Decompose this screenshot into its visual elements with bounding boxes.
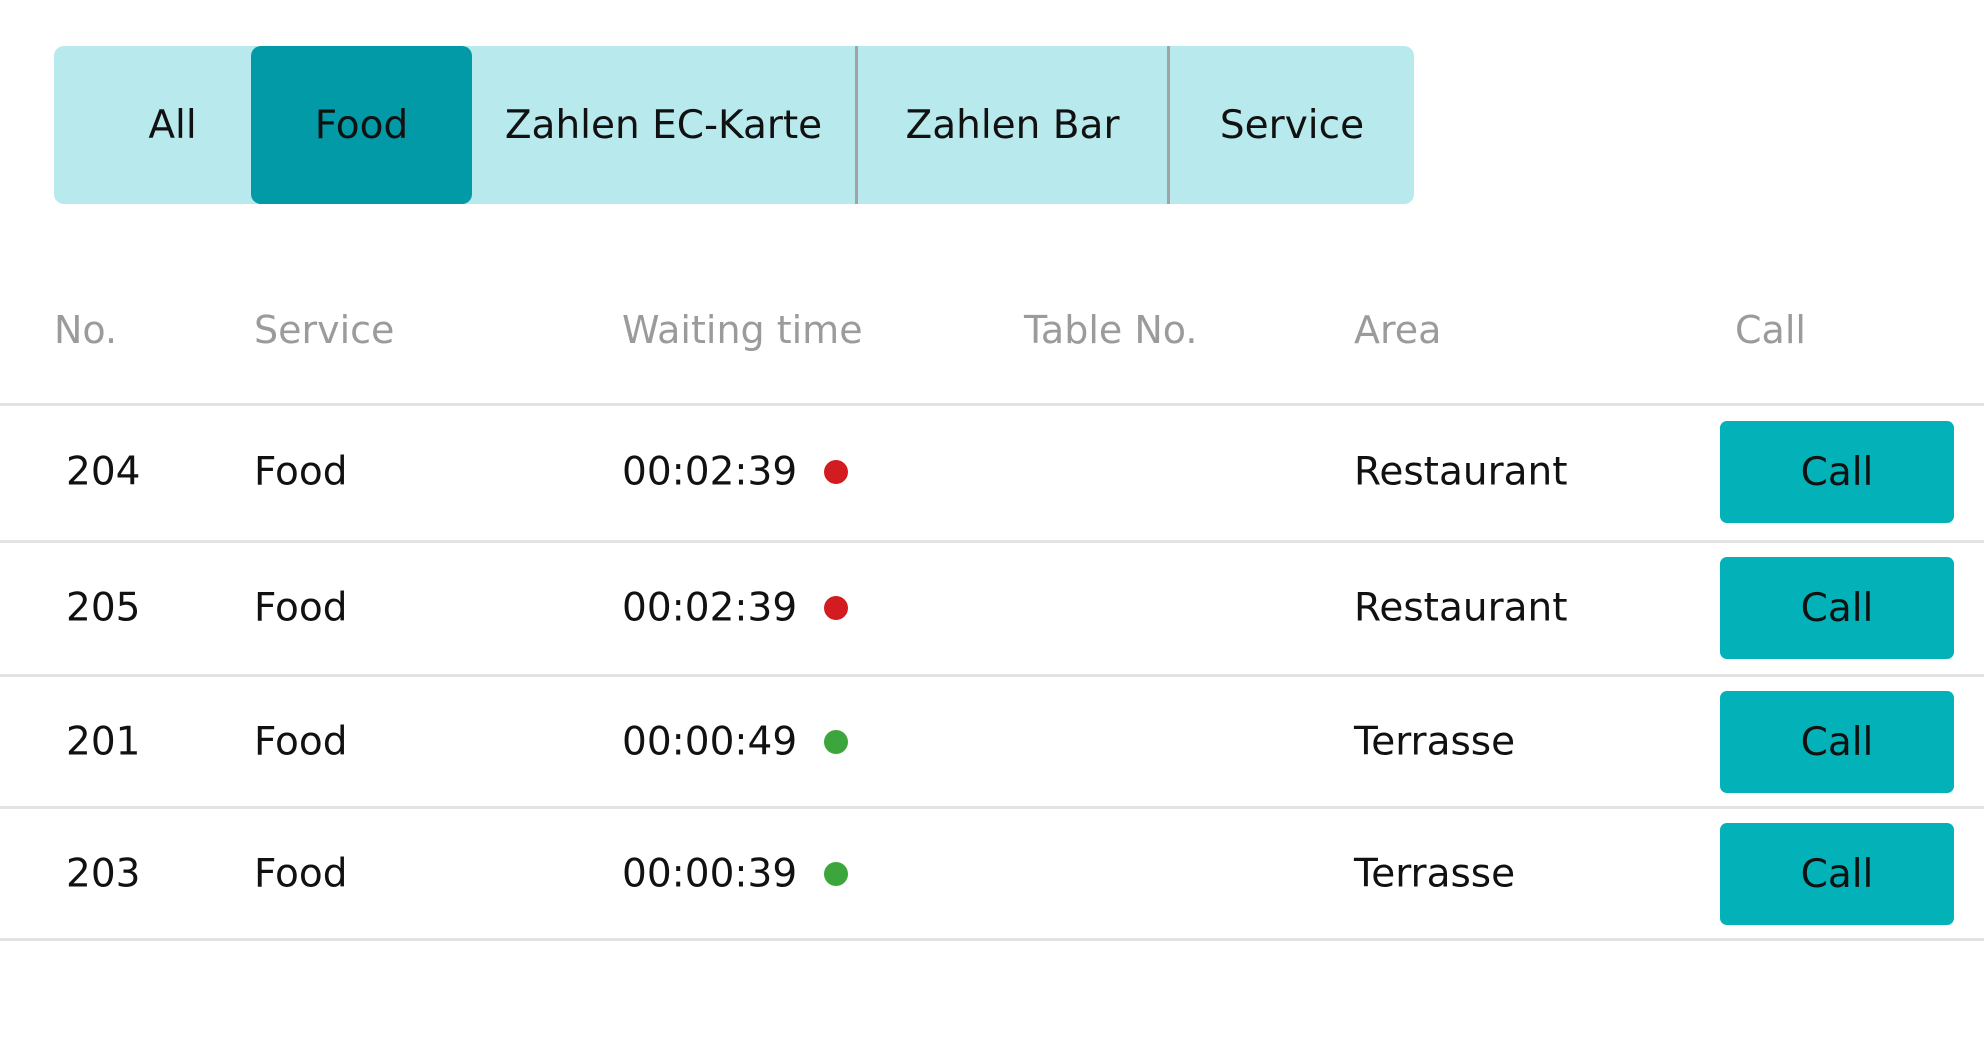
row-service: Food (254, 449, 348, 495)
row-waiting-time: 00:02:39 (622, 585, 798, 631)
table-row: 205 Food 00:02:39 Restaurant Call (0, 542, 1984, 674)
row-waiting-time: 00:02:39 (622, 449, 798, 495)
column-header-call: Call (1735, 308, 1806, 352)
header-divider (0, 403, 1984, 406)
row-divider (0, 674, 1984, 677)
row-number: 201 (66, 719, 141, 765)
call-button[interactable]: Call (1720, 823, 1954, 925)
status-dot-icon (824, 596, 848, 620)
row-divider (0, 938, 1984, 941)
column-header-area: Area (1354, 308, 1442, 352)
tab-food[interactable]: Food (251, 46, 472, 204)
row-area: Terrasse (1354, 719, 1516, 765)
row-divider (0, 540, 1984, 543)
tab-zahlen-ec-karte[interactable]: Zahlen EC-Karte (472, 46, 858, 204)
table-row: 204 Food 00:02:39 Restaurant Call (0, 406, 1984, 538)
table-row: 201 Food 00:00:49 Terrasse Call (0, 676, 1984, 808)
row-divider (0, 806, 1984, 809)
row-waiting-time: 00:00:49 (622, 719, 798, 765)
table-row: 203 Food 00:00:39 Terrasse Call (0, 808, 1984, 940)
tab-zahlen-bar[interactable]: Zahlen Bar (858, 46, 1170, 204)
call-button[interactable]: Call (1720, 691, 1954, 793)
row-service: Food (254, 851, 348, 897)
row-service: Food (254, 719, 348, 765)
tab-service[interactable]: Service (1219, 102, 1365, 148)
row-area: Restaurant (1354, 449, 1568, 495)
column-header-service: Service (254, 308, 395, 352)
row-number: 205 (66, 585, 141, 631)
filter-tabbar: All Food Zahlen EC-Karte Zahlen Bar Serv… (54, 46, 1414, 204)
row-service: Food (254, 585, 348, 631)
row-number: 203 (66, 851, 141, 897)
call-button[interactable]: Call (1720, 421, 1954, 523)
row-number: 204 (66, 449, 141, 495)
row-waiting-time: 00:00:39 (622, 851, 798, 897)
status-dot-icon (824, 460, 848, 484)
tab-all[interactable]: All (148, 102, 197, 148)
status-dot-icon (824, 730, 848, 754)
row-area: Restaurant (1354, 585, 1568, 631)
column-header-waiting-time: Waiting time (622, 308, 863, 352)
row-area: Terrasse (1354, 851, 1516, 897)
column-header-no: No. (54, 308, 118, 352)
status-dot-icon (824, 862, 848, 886)
call-button[interactable]: Call (1720, 557, 1954, 659)
column-header-table-no: Table No. (1024, 308, 1198, 352)
